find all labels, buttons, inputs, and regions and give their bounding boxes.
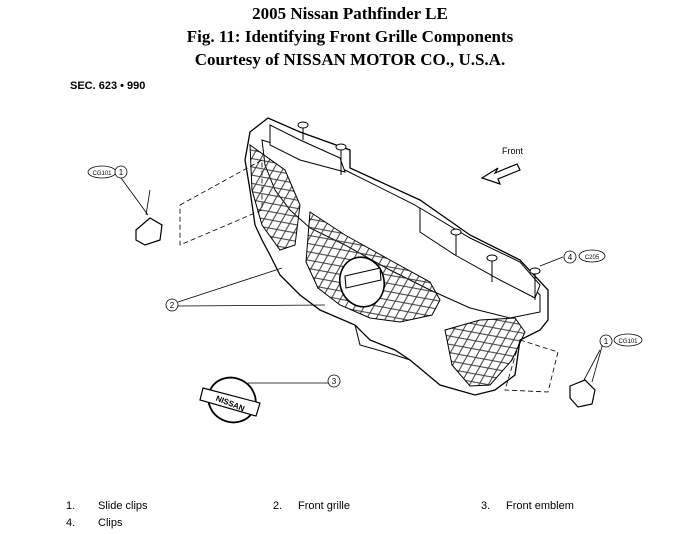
- front-label: Front: [502, 146, 524, 156]
- legend-number: 2.: [273, 500, 283, 512]
- callout-3: 3: [327, 374, 341, 388]
- clips-group: [297, 121, 541, 300]
- clip-icon: [529, 267, 541, 300]
- callout-2: 2: [165, 298, 179, 312]
- callout-1-right: 1 CG101: [599, 333, 643, 348]
- leader-lines: [177, 256, 604, 384]
- callout-1-left: CG101 1: [87, 165, 149, 216]
- callout-number: 2: [170, 301, 175, 310]
- title-figure: Fig. 11: Identifying Front Grille Compon…: [186, 27, 514, 46]
- callout-code: CG101: [618, 339, 638, 345]
- callout-number: 4: [568, 253, 573, 262]
- callout-code: C205: [585, 255, 600, 261]
- front-grille: [244, 117, 549, 396]
- callout-4: 4 C205: [563, 249, 606, 264]
- section-code: SEC. 623 • 990: [70, 80, 146, 92]
- legend-number: 4.: [66, 517, 76, 529]
- legend-label: Front emblem: [506, 500, 574, 512]
- title-vehicle: 2005 Nissan Pathfinder LE: [252, 4, 448, 23]
- title-courtesy: Courtesy of NISSAN MOTOR CO., U.S.A.: [194, 50, 506, 69]
- clip-icon: [486, 254, 498, 282]
- slide-clip-left: [135, 159, 263, 246]
- figure-title-block: 2005 Nissan Pathfinder LE Fig. 11: Ident…: [0, 2, 700, 71]
- clip-icon: [335, 143, 347, 175]
- legend-label: Slide clips: [98, 500, 148, 512]
- legend-label: Front grille: [298, 500, 350, 512]
- front-direction-arrow: Front: [480, 146, 524, 185]
- clip-icon: [450, 228, 462, 255]
- legend-number: 3.: [481, 500, 491, 512]
- legend-label: Clips: [98, 517, 123, 529]
- callout-number: 1: [604, 337, 609, 346]
- legend-number: 1.: [66, 500, 76, 512]
- callout-code: CG101: [92, 171, 112, 177]
- arrow-icon: [480, 163, 521, 185]
- slide-clip-right: [504, 339, 601, 408]
- callout-number: 3: [332, 377, 337, 386]
- callout-number: 1: [119, 168, 124, 177]
- front-emblem: NISSAN: [199, 376, 261, 424]
- clip-icon: [297, 121, 309, 140]
